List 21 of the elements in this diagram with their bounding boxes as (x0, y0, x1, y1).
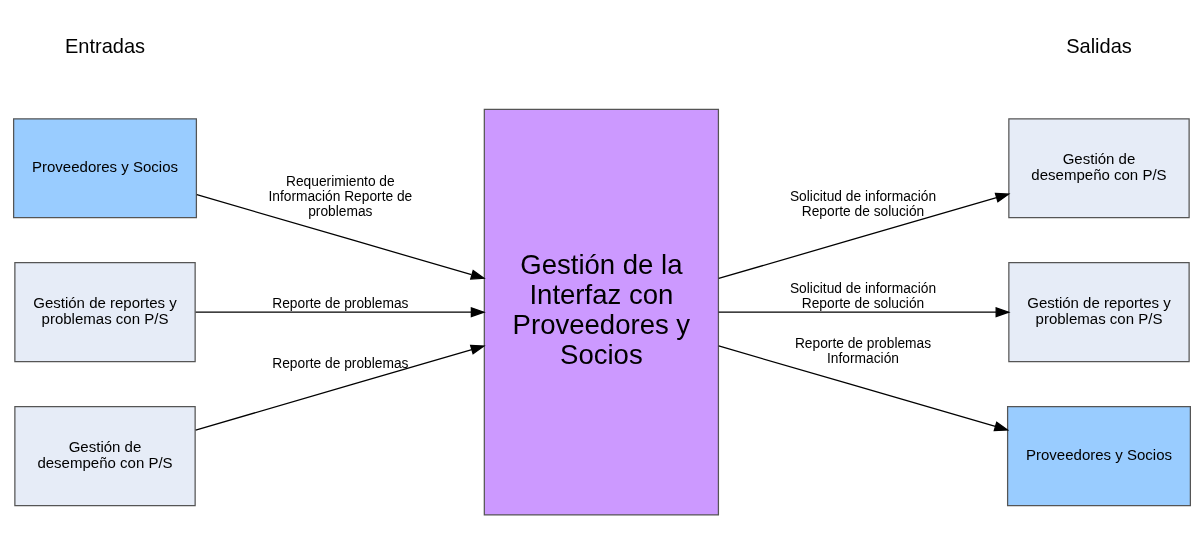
edge-label: Reporte de problemas (272, 296, 409, 312)
arrow (195, 344, 486, 431)
arrow (718, 192, 1011, 280)
arrow (718, 345, 1010, 432)
edge-label: Solicitud de información Reporte de solución (789, 281, 937, 312)
edge-label: Reporte de problemas Información (794, 336, 932, 367)
node-box: Gestión de reportes y problemas con P/S (1008, 262, 1190, 363)
edge-label: Requerimiento de Información Reporte de problemas (268, 173, 413, 219)
node-box: Gestión de desempeño con P/S (1008, 118, 1190, 219)
label: Entradas (64, 34, 146, 57)
arrow (718, 306, 1011, 318)
node-box: Gestión de reportes y problemas con P/S (14, 262, 196, 363)
edge-label: Solicitud de información Reporte de solución (789, 188, 937, 219)
label: Salidas (1066, 34, 1132, 57)
node-box: Gestión de la Interfaz con Proveedores y Socios (483, 108, 720, 516)
node-box: Proveedores y Socios (1007, 406, 1191, 507)
node-box: Proveedores y Socios (13, 118, 197, 219)
edge-label: Reporte de problemas (272, 356, 409, 372)
arrow (195, 306, 486, 318)
node-box: Gestión de desempeño con P/S (14, 406, 196, 507)
arrow (196, 194, 486, 280)
